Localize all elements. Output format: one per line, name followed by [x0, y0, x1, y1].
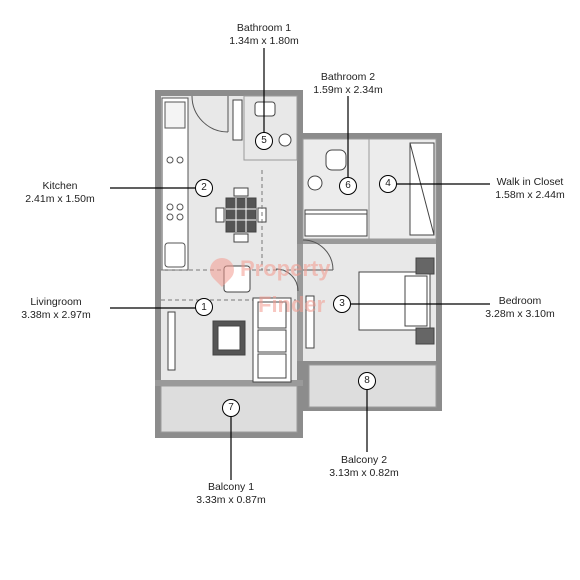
bathroom-fixtures: [232, 99, 368, 237]
room-size: 3.33m x 0.87m: [196, 494, 266, 506]
room-size: 1.34m x 1.80m: [229, 35, 299, 47]
door-swings: [191, 95, 334, 292]
room-size: 3.13m x 0.82m: [329, 467, 399, 479]
bed: [305, 257, 435, 349]
room-size: 2.41m x 1.50m: [25, 193, 95, 205]
room-name: Livingroom: [30, 296, 82, 308]
marker-2: 2: [195, 179, 213, 197]
label-bathroom-2: Bathroom 2 1.59m x 2.34m: [298, 71, 398, 97]
room-name: Balcony 1: [207, 481, 255, 493]
room-name: Kitchen: [42, 180, 78, 192]
marker-4: 4: [379, 175, 397, 193]
room-size: 3.28m x 3.10m: [485, 308, 555, 320]
room-size: 3.38m x 2.97m: [21, 309, 91, 321]
marker-6: 6: [339, 177, 357, 195]
marker-7: 7: [222, 399, 240, 417]
watermark-line1: Property: [240, 256, 331, 281]
room-name: Balcony 2: [340, 454, 388, 466]
marker-1: 1: [195, 298, 213, 316]
living-furniture: [167, 265, 292, 383]
label-balcony-1: Balcony 1 3.33m x 0.87m: [181, 481, 281, 507]
room-name: Walk in Closet: [496, 176, 564, 188]
label-bedroom: Bedroom 3.28m x 3.10m: [470, 295, 570, 321]
label-balcony-2: Balcony 2 3.13m x 0.82m: [314, 454, 414, 480]
room-size: 1.59m x 2.34m: [313, 84, 383, 96]
marker-5: 5: [255, 132, 273, 150]
closet-shelves: [409, 142, 435, 236]
room-size: 1.58m x 2.44m: [495, 189, 565, 201]
label-livingroom: Livingroom 3.38m x 2.97m: [6, 296, 106, 322]
label-kitchen: Kitchen 2.41m x 1.50m: [10, 180, 110, 206]
marker-8: 8: [358, 372, 376, 390]
watermark-line2: Finder: [258, 292, 326, 317]
room-name: Bedroom: [498, 295, 542, 307]
label-walk-in-closet: Walk in Closet 1.58m x 2.44m: [480, 176, 580, 202]
room-name: Bathroom 1: [236, 22, 292, 34]
label-bathroom-1: Bathroom 1 1.34m x 1.80m: [214, 22, 314, 48]
marker-3: 3: [333, 295, 351, 313]
room-name: Bathroom 2: [320, 71, 376, 83]
dining-table: [215, 187, 267, 243]
